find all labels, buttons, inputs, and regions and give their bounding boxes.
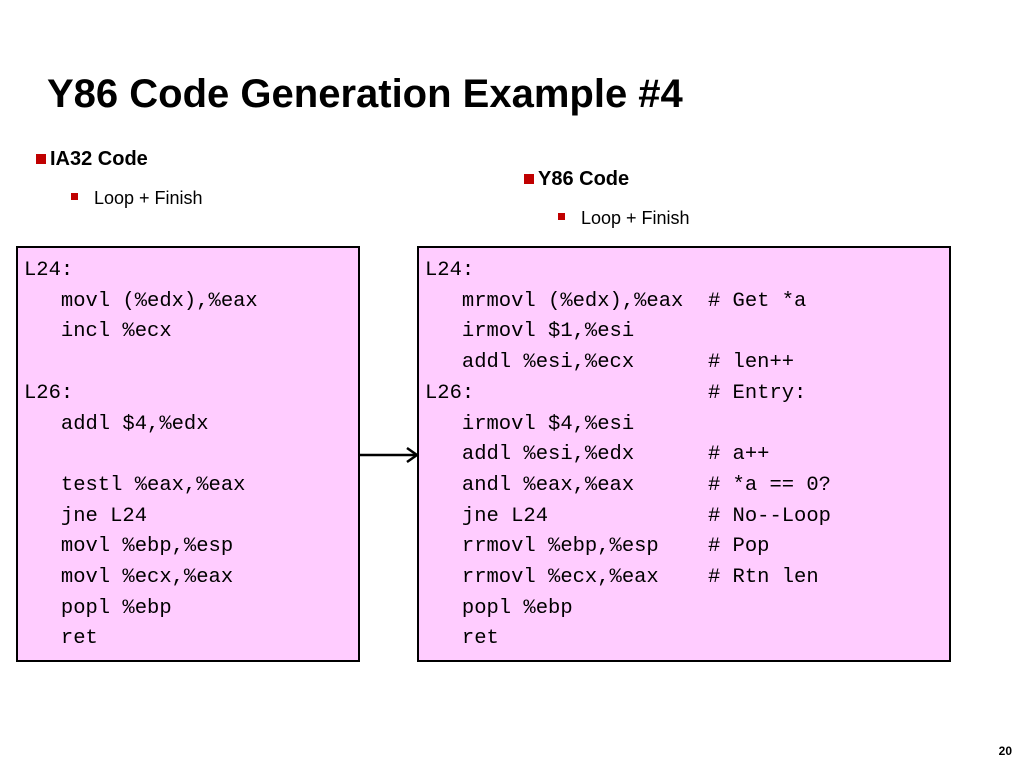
ia32-heading-label: IA32 Code — [50, 148, 148, 170]
y86-subheading-label: Loop + Finish — [581, 208, 690, 228]
y86-subheading: Loop + Finish — [558, 206, 690, 230]
bullet-square-icon — [558, 213, 565, 220]
page-number: 20 — [998, 744, 1012, 758]
ia32-heading: IA32 Code — [36, 146, 148, 172]
bullet-square-icon — [36, 154, 46, 164]
ia32-subheading: Loop + Finish — [71, 186, 203, 210]
bullet-square-icon — [524, 174, 534, 184]
ia32-code: L24: movl (%edx),%eax incl %ecx L26: add… — [24, 259, 258, 651]
y86-heading: Y86 Code — [524, 166, 629, 192]
y86-code-box: L24: mrmovl (%edx),%eax # Get *a irmovl … — [417, 246, 951, 662]
bullet-square-icon — [71, 193, 78, 200]
y86-heading-label: Y86 Code — [538, 168, 630, 190]
ia32-code-box: L24: movl (%edx),%eax incl %ecx L26: add… — [16, 246, 360, 662]
right-arrow-icon — [358, 446, 420, 464]
ia32-subheading-label: Loop + Finish — [94, 188, 203, 208]
slide-title: Y86 Code Generation Example #4 — [47, 72, 683, 116]
y86-code: L24: mrmovl (%edx),%eax # Get *a irmovl … — [425, 259, 831, 651]
